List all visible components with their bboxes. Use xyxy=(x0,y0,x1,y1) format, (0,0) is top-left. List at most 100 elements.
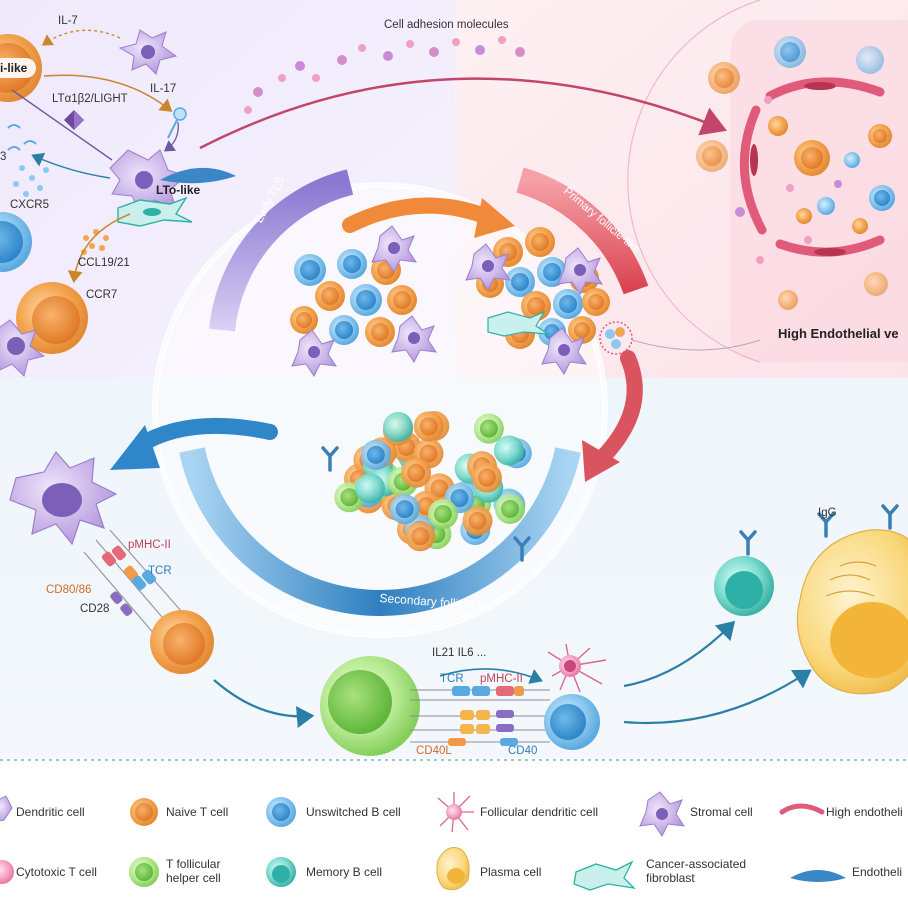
adhesion-label: Cell adhesion molecules xyxy=(384,19,509,31)
pmhc2-label: pMHC-II xyxy=(480,673,523,685)
follicle-cell-nucleus xyxy=(419,417,438,436)
memory-b-cell xyxy=(714,556,774,616)
tcr-label: TCR xyxy=(148,565,172,577)
lt-receptor-icon xyxy=(64,110,84,130)
cd40l-label: CD40L xyxy=(416,745,452,757)
chemokine-dots-left xyxy=(13,165,49,197)
pmhc-label: pMHC-II xyxy=(128,539,171,551)
legend-endothelial: Endotheli xyxy=(852,865,903,879)
il17-receptor-icon xyxy=(167,107,187,139)
lto-like-label: LTo-like xyxy=(156,183,201,197)
follicle-cell-nucleus xyxy=(468,511,487,530)
b-to-plasma-arrow xyxy=(623,669,812,725)
legend-icons xyxy=(0,791,846,891)
hev-zone-outline xyxy=(627,0,761,363)
follicle-cell-nucleus xyxy=(479,419,498,438)
secondary-follicle-cluster xyxy=(334,410,532,552)
dendritic-cell-lower xyxy=(9,450,118,546)
cxcl13-partial-label: 3 xyxy=(0,151,7,163)
legend-tfh-cell: T follicular helper cell xyxy=(166,857,221,885)
follicle-cell xyxy=(383,412,414,443)
caf-top xyxy=(117,196,193,227)
igg-antibody-icon xyxy=(739,530,757,556)
il21-il6-label: IL21 IL6 ... xyxy=(432,647,487,659)
cd80-86-label: CD80/86 xyxy=(46,584,92,596)
cd28-label: CD28 xyxy=(80,603,110,615)
mhc-tcr-complex xyxy=(83,529,183,637)
early-tls-cluster xyxy=(290,225,438,377)
b-cell-left xyxy=(0,212,32,272)
il7-arrow xyxy=(41,29,121,46)
follicle-cell-nucleus xyxy=(411,527,430,546)
follicle-cell-nucleus xyxy=(430,479,449,498)
secondary-to-dc-arrow xyxy=(132,417,278,453)
early-tls-arc xyxy=(209,169,354,332)
legend-plasma-cell: Plasma cell xyxy=(480,865,542,879)
follicle-cell-nucleus xyxy=(501,499,520,518)
follicle-cell-nucleus xyxy=(433,504,452,523)
ccr7-label: CCR7 xyxy=(86,289,118,301)
secondary-arc xyxy=(179,447,581,617)
synapse-molecules xyxy=(448,686,524,746)
naive-t-cell-lower xyxy=(150,610,214,674)
adhesion-dots xyxy=(244,36,525,114)
lti-lto-link xyxy=(11,89,113,161)
lto-like-cell xyxy=(109,149,187,213)
follicle-cell-nucleus xyxy=(450,489,469,508)
igg-antibody-icon xyxy=(321,446,339,472)
il7-label: IL-7 xyxy=(58,15,78,27)
follicle-cell xyxy=(493,435,524,466)
cxcl13-arrow xyxy=(31,152,111,179)
ccl-dots xyxy=(81,229,109,255)
b-to-memory-arrow xyxy=(623,620,736,688)
cd40-label: CD40 xyxy=(508,745,538,757)
cxcr5-label: CXCR5 xyxy=(10,199,49,211)
legend-unswitched-b-cell: Unswitched B cell xyxy=(306,805,401,819)
dendritic-cell-left xyxy=(0,319,46,377)
primary-follicle-cluster xyxy=(465,227,761,375)
legend-caf: Cancer-associated fibroblast xyxy=(646,857,747,885)
follicle-cell-nucleus xyxy=(366,445,385,464)
plasma-cell xyxy=(796,529,908,695)
stromal-cell-top xyxy=(118,29,178,75)
tfh-cell xyxy=(320,656,420,756)
ccl19-21-label: CCL19/21 xyxy=(78,257,130,269)
follicle-cell-nucleus xyxy=(419,444,438,463)
igg-antibody-icon xyxy=(817,512,835,538)
follicle-cell-nucleus xyxy=(395,500,414,519)
follicle-cell xyxy=(355,473,386,504)
igg-antibodies xyxy=(321,446,899,562)
hev-zone xyxy=(730,20,908,362)
ccl-arrow xyxy=(67,213,131,283)
endothelial-cell-top xyxy=(160,167,236,184)
follicle-cell-nucleus xyxy=(340,488,359,507)
hev-label: High Endothelial ve xyxy=(778,326,899,341)
lta-arrow xyxy=(43,74,173,112)
cxcr5-receptors xyxy=(7,124,37,151)
igg-antibody-icon xyxy=(881,504,899,530)
legend-dendritic-cell: Dendritic cell xyxy=(16,805,85,819)
legend-stromal-cell: Stromal cell xyxy=(690,805,753,819)
il17-label: IL-17 xyxy=(150,83,177,95)
legend-fdc: Follicular dendritic cell xyxy=(480,805,599,819)
b-cell-lower xyxy=(544,694,600,750)
follicle-cell-nucleus xyxy=(407,463,426,482)
primary-arc xyxy=(516,167,649,295)
fdc-lower xyxy=(547,643,607,693)
cytokine-arrow xyxy=(439,668,543,684)
legend-high-endothelial: High endotheli xyxy=(826,805,903,819)
legend-memory-b-cell: Memory B cell xyxy=(306,865,383,879)
follicle-cell-nucleus xyxy=(477,468,496,487)
primary-to-secondary-arrow xyxy=(592,350,643,468)
igg-antibody-icon xyxy=(513,536,531,562)
legend-naive-t-cell: Naive T cell xyxy=(166,805,229,819)
hev-vessel xyxy=(696,36,895,310)
lta-light-label: LTα1β2/LIGHT xyxy=(52,93,128,105)
naive-to-tfh-arrow xyxy=(213,679,315,729)
legend-cytotoxic-t-cell: Cytotoxic T cell xyxy=(16,865,97,879)
early-to-primary-arrow xyxy=(342,197,498,233)
tcr2-label: TCR xyxy=(440,673,464,685)
lti-like-cell xyxy=(0,34,42,102)
